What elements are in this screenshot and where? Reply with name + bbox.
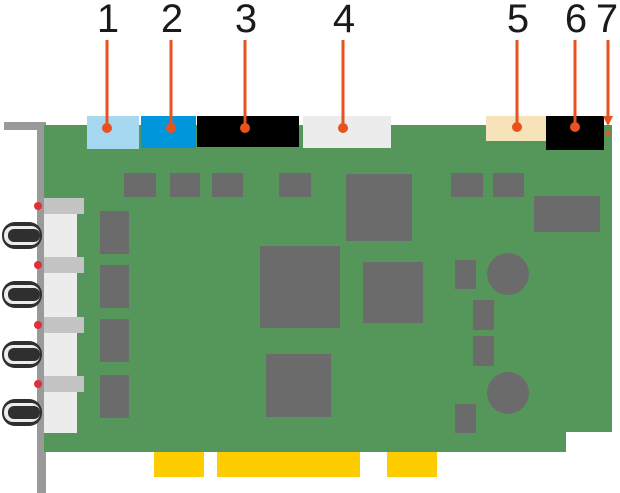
- edge-contacts: [154, 452, 437, 477]
- audio-jack: [2, 317, 84, 377]
- callout-dot: [102, 123, 112, 133]
- chip: [455, 404, 476, 433]
- gold-contact: [154, 452, 204, 477]
- callout-label-5: 5: [507, 0, 529, 41]
- callout-leaders: [102, 40, 613, 136]
- connector-4: [303, 116, 391, 148]
- callout-label-3: 3: [235, 0, 257, 41]
- chip: [212, 173, 243, 197]
- chip: [493, 173, 524, 197]
- chip: [346, 174, 412, 241]
- connector-1: [87, 116, 139, 149]
- callout-label-7: 7: [596, 0, 618, 41]
- callout-dot: [570, 122, 580, 132]
- callout-dot: [512, 122, 522, 132]
- callout-dot: [338, 123, 348, 133]
- chip: [266, 354, 331, 417]
- gold-contact: [217, 452, 360, 477]
- audio-jack: [2, 376, 84, 433]
- chip: [279, 173, 311, 197]
- chip: [451, 173, 483, 197]
- capacitor: [487, 253, 529, 295]
- callout-label-2: 2: [161, 0, 183, 41]
- chip: [534, 196, 600, 232]
- chip: [473, 336, 494, 366]
- callout-label-4: 4: [333, 0, 355, 41]
- audio-jacks: [2, 198, 84, 433]
- chip: [100, 211, 129, 254]
- capacitor: [487, 372, 529, 414]
- callout-dot: [605, 130, 611, 136]
- audio-jack: [2, 198, 84, 258]
- chip: [100, 375, 129, 418]
- chip: [260, 246, 340, 328]
- chip: [170, 173, 200, 197]
- chip: [473, 300, 494, 330]
- chip: [363, 262, 423, 323]
- mounting-bracket: [4, 122, 46, 493]
- chip: [124, 173, 156, 197]
- callout-dot: [240, 123, 250, 133]
- callout-arrow: [603, 116, 613, 126]
- chip: [100, 319, 129, 362]
- callout-label-6: 6: [565, 0, 587, 41]
- gold-contact: [387, 452, 437, 477]
- chip: [100, 265, 129, 308]
- chips: [100, 173, 600, 433]
- callout-label-1: 1: [97, 0, 119, 41]
- callout-dot: [166, 123, 176, 133]
- audio-jack: [2, 257, 84, 317]
- chip: [455, 260, 476, 289]
